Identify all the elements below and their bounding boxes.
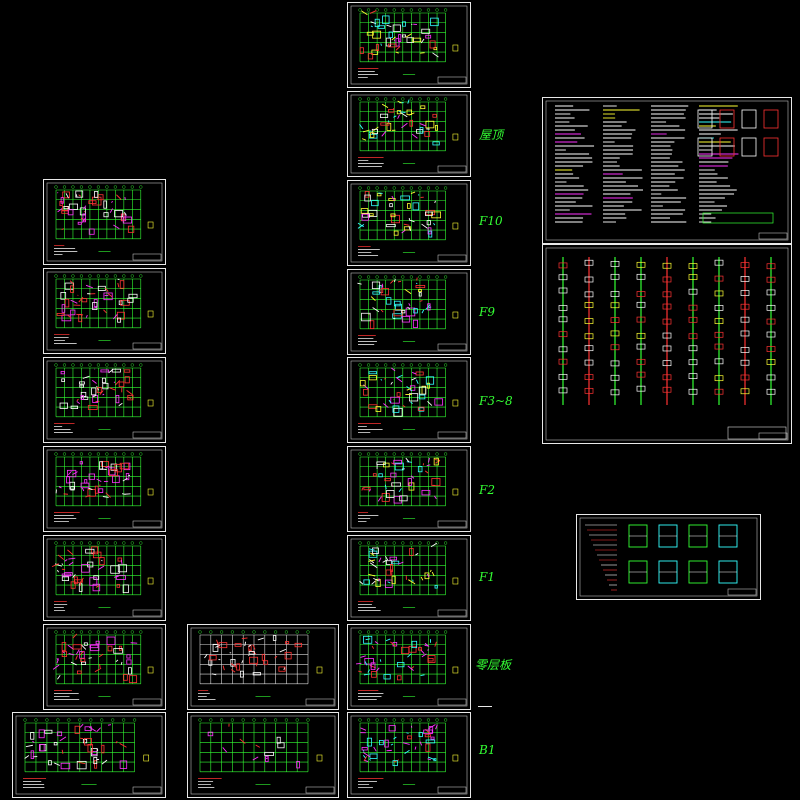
column-details-sheet[interactable]: [542, 244, 792, 444]
drawing-content: [46, 449, 163, 529]
drawing-content: [15, 715, 163, 795]
floor-label-b1: B1: [479, 743, 496, 757]
drawing-content: [46, 627, 163, 707]
drawing-content: [350, 449, 468, 529]
drawing-content: [350, 272, 468, 352]
floor-label-f3-8: F3~8: [479, 394, 513, 408]
drawing-content: [350, 94, 468, 174]
floor-label-roof: 屋顶: [479, 128, 504, 142]
stair-details-sheet[interactable]: [576, 514, 761, 600]
drawing-content: [350, 538, 468, 618]
drawing-content: [350, 5, 468, 85]
drawing-content: [545, 100, 789, 241]
drawing-content: [46, 271, 163, 351]
plan-sheet-ground-slab[interactable]: [347, 624, 471, 710]
plan-sheet-c1-6[interactable]: [43, 624, 166, 710]
drawing-content: [350, 715, 468, 795]
floor-label-f9: F9: [479, 305, 495, 319]
plan-sheet-c1-7[interactable]: [12, 712, 166, 798]
drawing-content: [46, 182, 163, 262]
plan-sheet-f2[interactable]: [347, 446, 471, 532]
plan-sheet-f10[interactable]: [347, 180, 471, 266]
plan-sheet-roof[interactable]: [347, 91, 471, 177]
plan-sheet-c3-0[interactable]: [347, 2, 471, 88]
plan-sheet-c1-5[interactable]: [43, 535, 166, 621]
drawing-content: [350, 183, 468, 263]
notes-sheet[interactable]: [542, 97, 792, 244]
drawing-content: [190, 715, 336, 795]
drawing-content: [545, 247, 789, 441]
drawing-content: [46, 360, 163, 440]
floor-label-f2: F2: [479, 483, 495, 497]
plan-sheet-c1-2[interactable]: [43, 268, 166, 354]
plan-sheet-c1-1[interactable]: [43, 179, 166, 265]
plan-sheet-c2-2[interactable]: [187, 712, 339, 798]
plan-sheet-c1-4[interactable]: [43, 446, 166, 532]
drawing-content: [350, 627, 468, 707]
floor-label-ground-slab: 零层板: [475, 658, 512, 672]
leader-line: [478, 706, 492, 707]
floor-label-f10: F10: [479, 214, 503, 228]
drawing-content: [579, 517, 758, 597]
plan-sheet-c1-3[interactable]: [43, 357, 166, 443]
plan-sheet-f3-8[interactable]: [347, 357, 471, 443]
drawing-content: [350, 360, 468, 440]
foundation-sheet-c2-1[interactable]: [187, 624, 339, 710]
floor-label-f1: F1: [479, 570, 495, 584]
plan-sheet-b1[interactable]: [347, 712, 471, 798]
drawing-content: [46, 538, 163, 618]
drawing-content: [190, 627, 336, 707]
plan-sheet-f9[interactable]: [347, 269, 471, 355]
plan-sheet-f1[interactable]: [347, 535, 471, 621]
